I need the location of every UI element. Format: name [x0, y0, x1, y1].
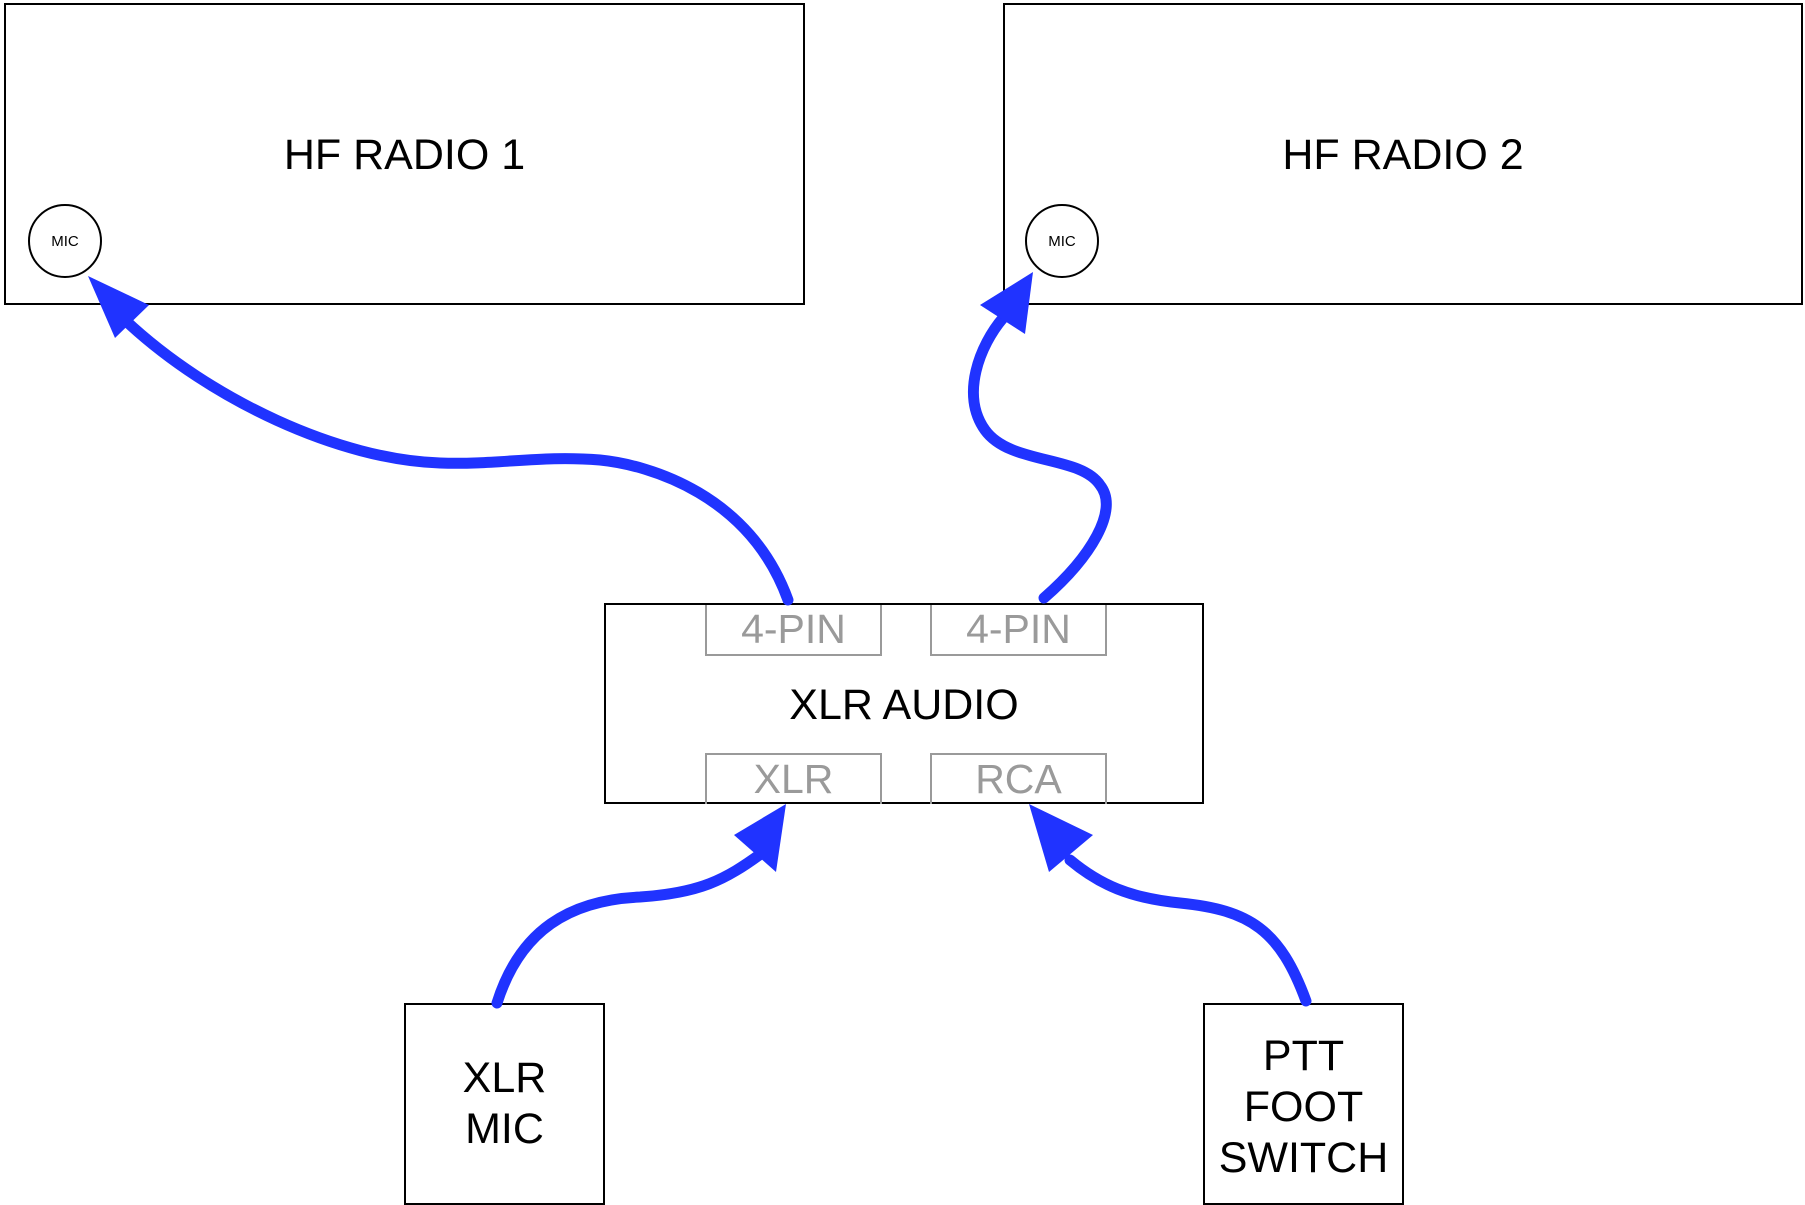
ptt-foot-switch-device: PTT FOOT SWITCH	[1203, 1003, 1404, 1205]
hf-radio-2-mic-port: MIC	[1025, 204, 1099, 278]
xlr-mic-line-1: XLR	[462, 1054, 547, 1102]
footswitch-line-3: SWITCH	[1218, 1134, 1389, 1182]
hf-radio-1: HF RADIO 1 MIC	[4, 3, 805, 305]
hf-radio-2: HF RADIO 2 MIC	[1003, 3, 1803, 305]
hf-radio-1-title: HF RADIO 1	[283, 131, 526, 179]
xlr-mic-device: XLR MIC	[404, 1003, 605, 1205]
arrowhead-rca-port	[1029, 804, 1093, 872]
hf-radio-2-title: HF RADIO 2	[1282, 131, 1524, 179]
xlr-audio-title: XLR AUDIO	[789, 681, 1019, 729]
hf-radio-1-mic-port: MIC	[28, 204, 102, 278]
footswitch-line-2: FOOT	[1243, 1083, 1364, 1131]
xlr-audio-interface: 4-PIN 4-PIN XLR AUDIO XLR RCA	[604, 603, 1204, 804]
wire-to-radio-1	[119, 314, 794, 606]
wire-from-footswitch	[1064, 854, 1312, 1007]
wire-from-mic	[491, 847, 768, 1009]
port-4pin-left: 4-PIN	[705, 605, 882, 656]
xlr-mic-line-2: MIC	[465, 1105, 544, 1153]
port-4pin-right: 4-PIN	[930, 605, 1107, 656]
arrowhead-xlr-port	[734, 804, 786, 872]
footswitch-line-1: PTT	[1262, 1032, 1345, 1080]
port-rca: RCA	[930, 753, 1107, 804]
port-xlr: XLR	[705, 753, 882, 804]
wire-to-radio-2	[967, 312, 1112, 604]
